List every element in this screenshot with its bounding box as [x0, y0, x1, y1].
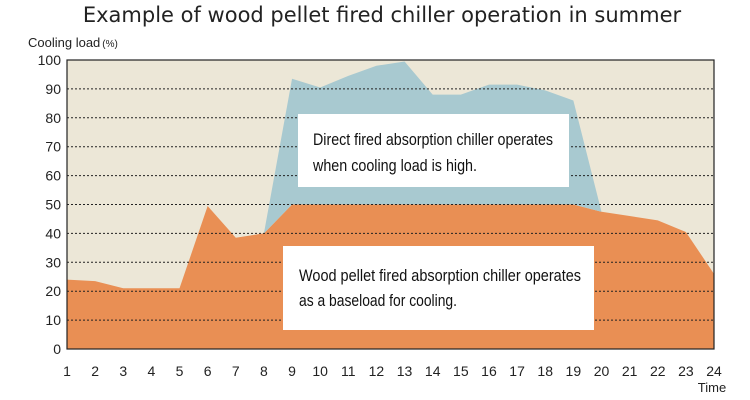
- y-tick-label-20: 20: [45, 283, 61, 299]
- y-tick-label-50: 50: [45, 197, 61, 213]
- y-tick-label-80: 80: [45, 110, 61, 126]
- x-tick-label-16: 16: [481, 363, 497, 379]
- x-tick-label-2: 2: [91, 363, 99, 379]
- y-tick-label-30: 30: [45, 254, 61, 270]
- annotation-direct-line-2: when cooling load is high.: [312, 156, 477, 175]
- y-tick-label-60: 60: [45, 168, 61, 184]
- y-tick-label-90: 90: [45, 81, 61, 97]
- axes: [66, 59, 715, 350]
- svg-text:Cooling load(%): Cooling load(%): [28, 35, 118, 50]
- x-tick-label-24: 24: [706, 363, 722, 379]
- y-tick-label-70: 70: [45, 139, 61, 155]
- x-tick-label-14: 14: [425, 363, 441, 379]
- x-tick-label-7: 7: [232, 363, 240, 379]
- y-axis-label-text: Cooling load: [28, 35, 100, 50]
- x-axis-label: Time: [698, 380, 726, 395]
- annotation-wood: Wood pellet fired absorption chiller ope…: [283, 246, 594, 330]
- x-tick-label-15: 15: [453, 363, 469, 379]
- x-tick-label-21: 21: [622, 363, 638, 379]
- x-tick-label-17: 17: [509, 363, 525, 379]
- x-tick-label-1: 1: [63, 363, 71, 379]
- annotation-direct-line-1: Direct fired absorption chiller operates: [313, 130, 553, 149]
- x-tick-label-18: 18: [537, 363, 553, 379]
- annotation-wood-box: [283, 246, 594, 330]
- annotation-wood-line-1: Wood pellet fired absorption chiller ope…: [299, 266, 581, 285]
- y-axis-label: Cooling load(%): [28, 35, 118, 50]
- y-axis-unit: (%): [102, 39, 118, 50]
- x-tick-label-11: 11: [341, 363, 356, 379]
- chart-title: Example of wood pellet fired chiller ope…: [83, 3, 682, 27]
- x-tick-label-8: 8: [260, 363, 268, 379]
- x-tick-label-22: 22: [650, 363, 666, 379]
- x-tick-label-6: 6: [204, 363, 212, 379]
- annotation-wood-line-2: as a baseload for cooling.: [299, 291, 457, 310]
- y-tick-label-100: 100: [38, 52, 62, 68]
- x-tick-label-19: 19: [566, 363, 582, 379]
- y-tick-label-10: 10: [45, 312, 61, 328]
- plot-frame: [66, 59, 715, 350]
- x-tick-label-3: 3: [119, 363, 127, 379]
- x-tick-label-4: 4: [147, 363, 155, 379]
- y-tick-label-40: 40: [45, 225, 61, 241]
- x-tick-label-10: 10: [312, 363, 328, 379]
- x-tick-label-20: 20: [594, 363, 610, 379]
- annotation-direct: Direct fired absorption chiller operates…: [298, 114, 569, 187]
- y-tick-label-0: 0: [53, 341, 61, 357]
- x-tick-label-9: 9: [288, 363, 296, 379]
- x-tick-label-12: 12: [369, 363, 385, 379]
- y-tick-labels: 0 10 20 30 40 50 60 70 80 90 100: [38, 52, 62, 357]
- x-tick-label-13: 13: [397, 363, 413, 379]
- annotation-direct-box: [298, 114, 569, 187]
- x-tick-label-5: 5: [176, 363, 184, 379]
- x-tick-label-23: 23: [678, 363, 694, 379]
